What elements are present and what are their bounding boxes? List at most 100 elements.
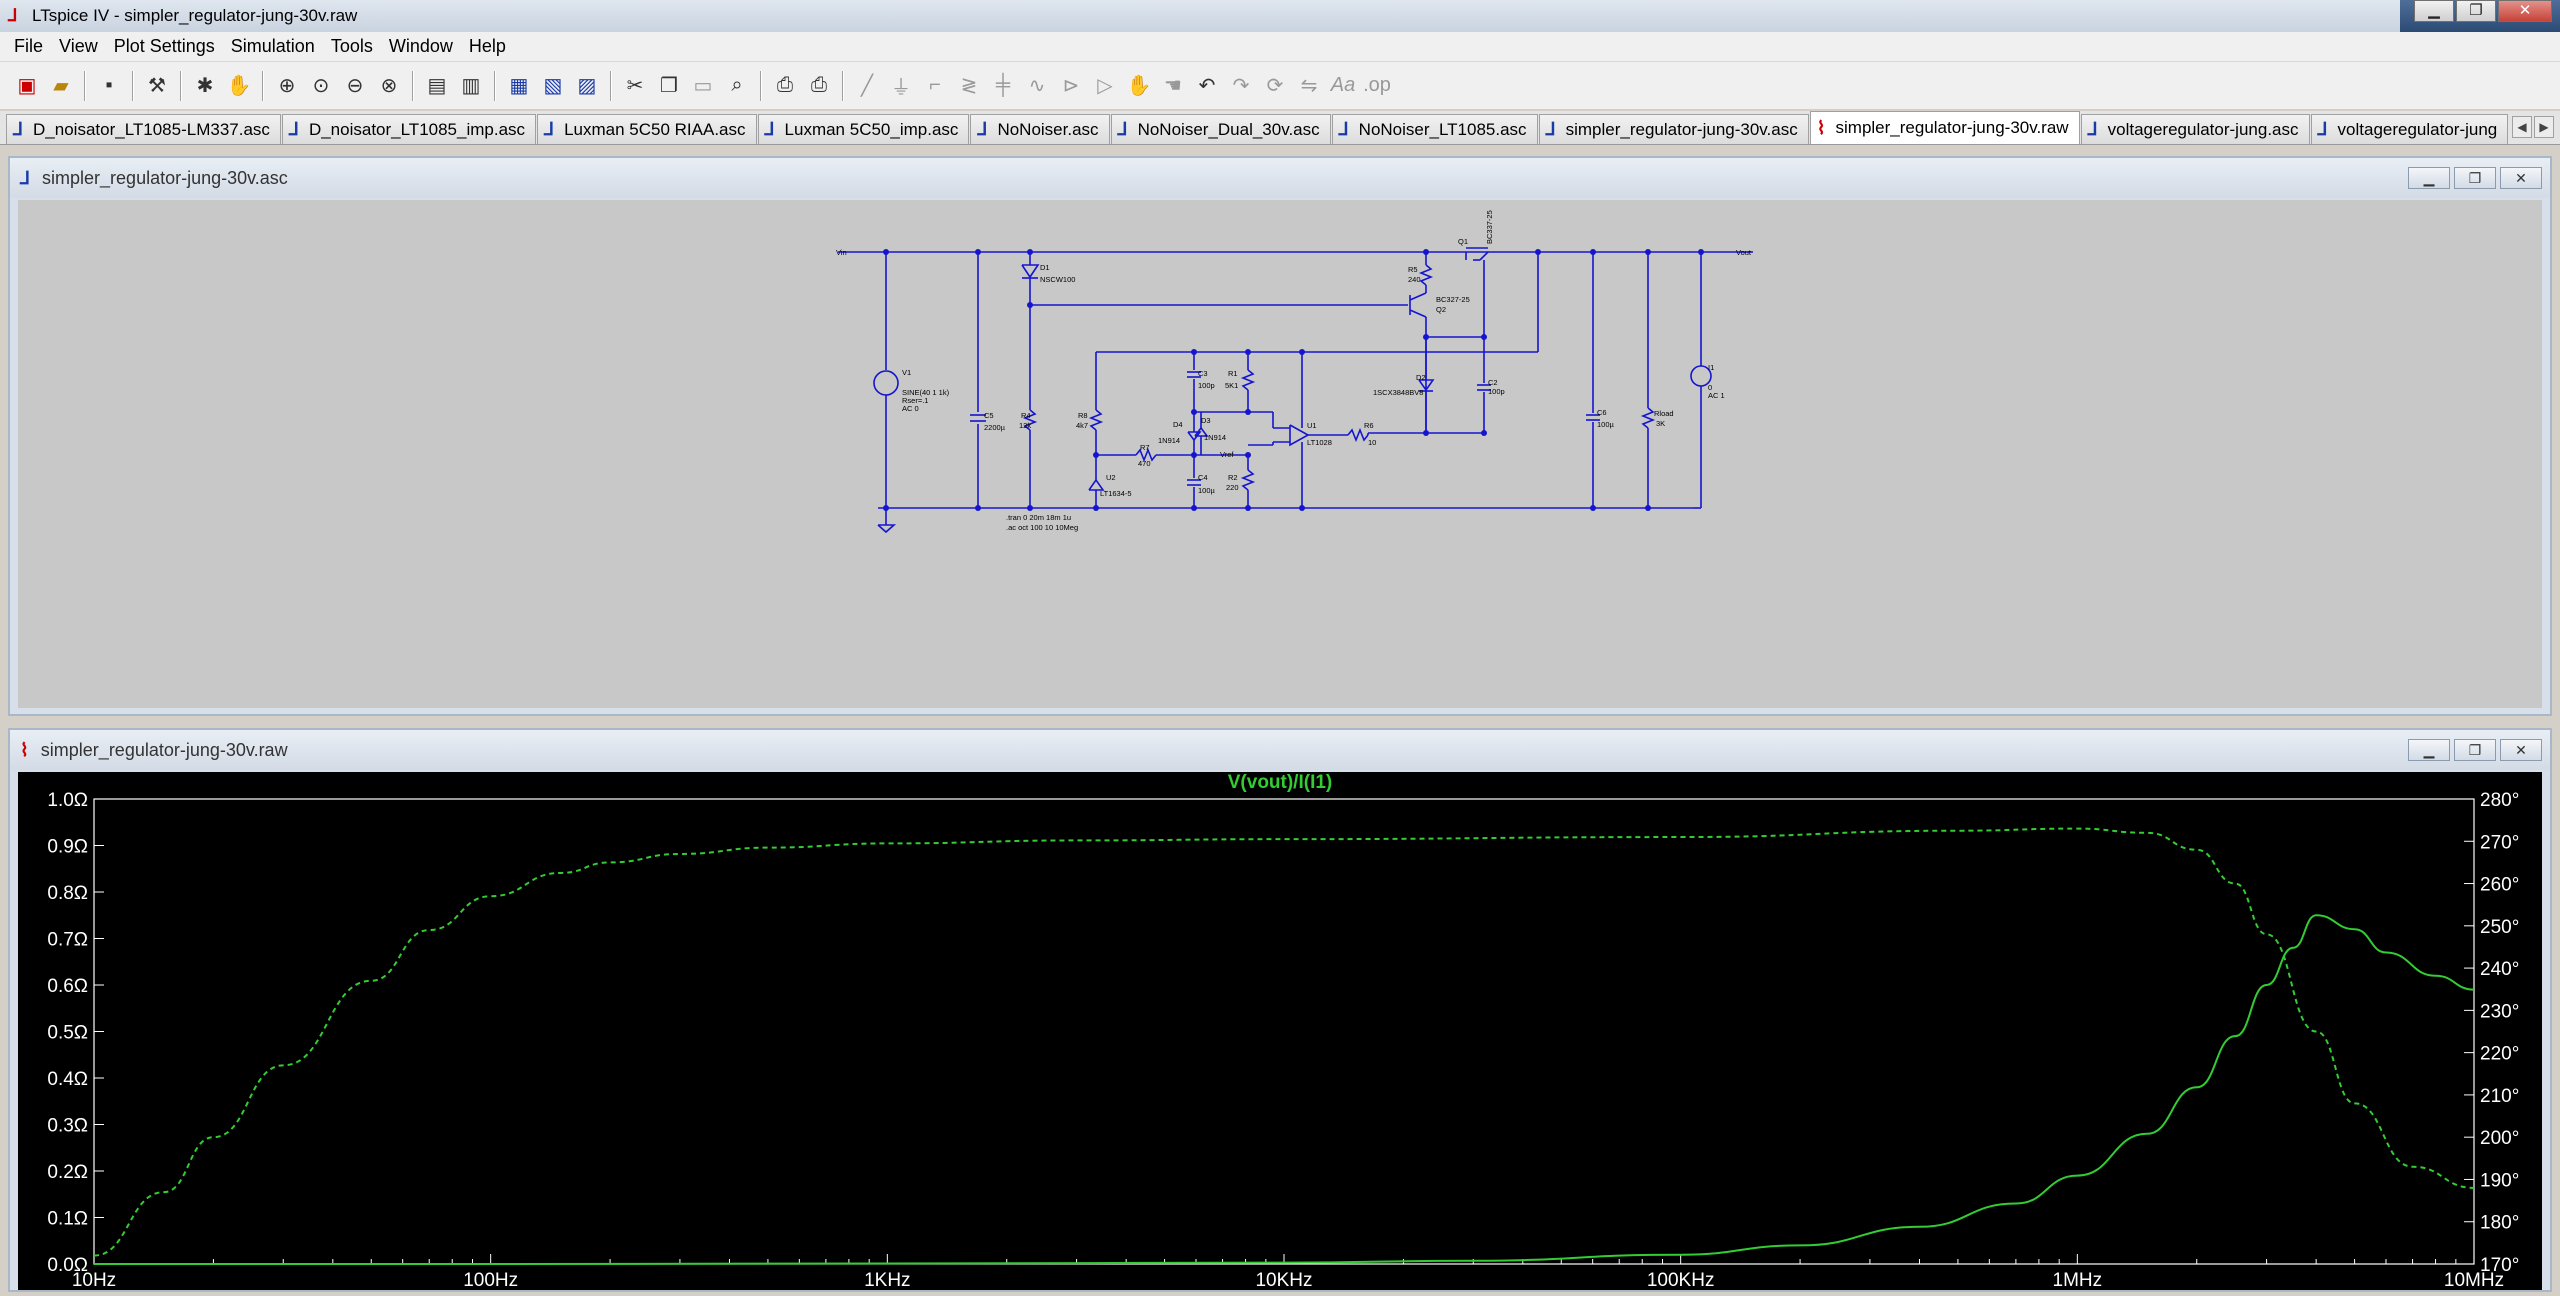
label-u1-part: LT1028	[1307, 438, 1332, 447]
cascade-icon[interactable]: ▧	[543, 75, 563, 97]
tab-nonoiser-dual[interactable]: ⅃NoNoiser_Dual_30v.asc	[1110, 114, 1331, 144]
tab-nonoiser[interactable]: ⅃NoNoiser.asc	[970, 114, 1110, 144]
label-r5-val: 240	[1408, 275, 1421, 284]
menu-window[interactable]: Window	[388, 36, 453, 56]
window-controls: ▁ ❐ ✕	[2414, 0, 2552, 22]
print-icon[interactable]: ⎙	[811, 74, 827, 96]
cut-icon[interactable]: ✂	[626, 75, 644, 97]
spice-directive-icon[interactable]: .op	[1363, 74, 1391, 96]
zoom-out-icon[interactable]: ⊖	[346, 75, 364, 97]
zoom-cancel-icon[interactable]: ⊗	[380, 75, 398, 97]
toolbar-separator	[180, 70, 182, 101]
copy-icon[interactable]: ❐	[660, 75, 678, 97]
resistor-icon[interactable]: ≷	[960, 75, 978, 97]
autoscale-icon[interactable]: ▤	[427, 75, 447, 97]
new-schematic-icon[interactable]: ▣	[17, 75, 37, 97]
move-icon[interactable]: ✋	[1126, 75, 1152, 97]
schematic-canvas[interactable]: Vin Vout Q1 BC337-25 D1 NSCW100 R5 240 B…	[18, 200, 2542, 708]
zoom-in-icon[interactable]: ⊕	[278, 75, 296, 97]
label-c3: C3	[1198, 369, 1208, 378]
label-vref: Vref	[1220, 450, 1234, 459]
text-icon[interactable]: Aa	[1330, 74, 1356, 96]
redo-icon[interactable]: ↷	[1232, 75, 1250, 97]
tab-scroll-left-icon[interactable]: ◀	[2512, 116, 2532, 138]
plot-close-button[interactable]: ✕	[2500, 739, 2542, 761]
zoom-full-icon[interactable]: ⊙	[312, 75, 330, 97]
label-i1-val: 0	[1708, 383, 1712, 392]
label-r2-val: 220	[1226, 483, 1239, 492]
tab-d-noisator-lt1085-imp[interactable]: ⅃D_noisator_LT1085_imp.asc	[281, 114, 537, 144]
tile-vertical-icon[interactable]: ▨	[577, 75, 597, 97]
tab-nonoiser-lt1085[interactable]: ⅃NoNoiser_LT1085.asc	[1331, 114, 1538, 144]
tab-label: NoNoiser_LT1085.asc	[1358, 119, 1527, 139]
mirror-icon[interactable]: ⇋	[1300, 75, 1318, 97]
y2-tick-label: 230°	[2480, 1001, 2519, 1022]
menu-bar: File View Plot Settings Simulation Tools…	[0, 32, 2560, 62]
paste-icon[interactable]: ▭	[693, 75, 713, 97]
menu-simulation[interactable]: Simulation	[230, 36, 315, 56]
tab-luxman-riaa[interactable]: ⅃Luxman 5C50 RIAA.asc	[537, 114, 757, 144]
split-plot-icon[interactable]: ▥	[461, 75, 481, 97]
label-d2-part: 1SCX3848BV8	[1373, 388, 1423, 397]
menu-view[interactable]: View	[59, 36, 98, 56]
rotate-icon[interactable]: ⟳	[1266, 75, 1284, 97]
hammer-icon[interactable]: ⚒	[148, 75, 166, 97]
plot-restore-button[interactable]: ❐	[2454, 739, 2496, 761]
drag-icon[interactable]: ☚	[1164, 75, 1182, 97]
tab-scroll-right-icon[interactable]: ▶	[2534, 116, 2554, 138]
print-setup-icon[interactable]: ⎙	[777, 74, 793, 96]
wire-icon[interactable]: ╱	[860, 75, 874, 97]
label-v1-ac: AC 0	[902, 404, 919, 413]
tab-voltageregulator-jung[interactable]: ⅃ voltageregulator-jung	[2310, 114, 2509, 144]
label-r8: R8	[1078, 411, 1088, 420]
plot-minimize-button[interactable]: ▁	[2408, 739, 2450, 761]
run-icon[interactable]: ✱	[196, 75, 214, 97]
menu-plot-settings[interactable]: Plot Settings	[113, 36, 215, 56]
schematic-restore-button[interactable]: ❐	[2454, 167, 2496, 189]
label-c2-val: 100p	[1488, 387, 1505, 396]
tab-voltageregulator-jung-asc[interactable]: ⅃voltageregulator-jung.asc	[2080, 114, 2310, 144]
label-d2: D2	[1416, 373, 1426, 382]
maximize-button[interactable]: ❐	[2456, 0, 2496, 22]
tab-simpler-regulator-raw[interactable]: ⌇simpler_regulator-jung-30v.raw	[1809, 111, 2080, 144]
magnitude-series-line	[93, 914, 2475, 1265]
spice-directive-tran[interactable]: .tran 0 20m 18m 1u	[1006, 513, 1071, 522]
component-icon[interactable]: ▷	[1097, 75, 1113, 97]
schematic-minimize-button[interactable]: ▁	[2408, 167, 2450, 189]
inductor-icon[interactable]: ∿	[1028, 75, 1046, 97]
schematic-icon: ⅃	[2317, 119, 2328, 139]
tab-simpler-regulator-asc[interactable]: ⅃simpler_regulator-jung-30v.asc	[1538, 114, 1809, 144]
spice-directive-ac[interactable]: .ac oct 100 10 10Meg	[1006, 523, 1078, 532]
tab-label: voltageregulator-jung	[2337, 119, 2498, 139]
tab-d-noisator-lt1085-lm337[interactable]: ⅃D_noisator_LT1085-LM337.asc	[6, 114, 281, 144]
capacitor-icon[interactable]: ╪	[995, 74, 1011, 96]
open-icon[interactable]: ▰	[53, 75, 69, 97]
label-q2: Q2	[1436, 305, 1446, 314]
find-icon[interactable]: ⌕	[731, 74, 743, 96]
save-icon[interactable]: ▪	[105, 74, 113, 96]
label-d1-part: NSCW100	[1040, 275, 1075, 284]
label-d4-part: 1N914	[1158, 436, 1180, 445]
menu-file[interactable]: File	[14, 36, 44, 56]
y2-tick-label: 270°	[2480, 832, 2519, 853]
diode-icon[interactable]: ⊳	[1062, 75, 1080, 97]
document-tabs: ⅃D_noisator_LT1085-LM337.asc ⅃D_noisator…	[0, 111, 2560, 145]
tab-luxman-imp[interactable]: ⅃Luxman 5C50_imp.asc	[757, 114, 970, 144]
ground-icon[interactable]: ⏚	[891, 77, 911, 99]
toolbar-separator	[760, 70, 762, 101]
minimize-button[interactable]: ▁	[2414, 0, 2454, 22]
close-button[interactable]: ✕	[2498, 0, 2552, 22]
tile-horizontal-icon[interactable]: ▦	[509, 75, 529, 97]
label-r2: R2	[1228, 473, 1238, 482]
menu-help[interactable]: Help	[468, 36, 506, 56]
toolbar: ▣ ▰ ▪ ⚒ ✱ ✋ ⊕ ⊙ ⊖ ⊗ ▤ ▥ ▦ ▧ ▨ ✂ ❐ ▭ ⌕ ⎙ …	[0, 62, 2560, 110]
pan-hand-icon[interactable]: ✋	[226, 75, 252, 97]
label-icon[interactable]: ⌐	[929, 74, 941, 96]
trace-label[interactable]: V(vout)/I(I1)	[1228, 772, 1333, 793]
undo-icon[interactable]: ↶	[1198, 75, 1216, 97]
y2-tick-label: 280°	[2480, 790, 2519, 811]
menu-tools[interactable]: Tools	[330, 36, 373, 56]
schematic-close-button[interactable]: ✕	[2500, 167, 2542, 189]
label-r6: R6	[1364, 421, 1374, 430]
